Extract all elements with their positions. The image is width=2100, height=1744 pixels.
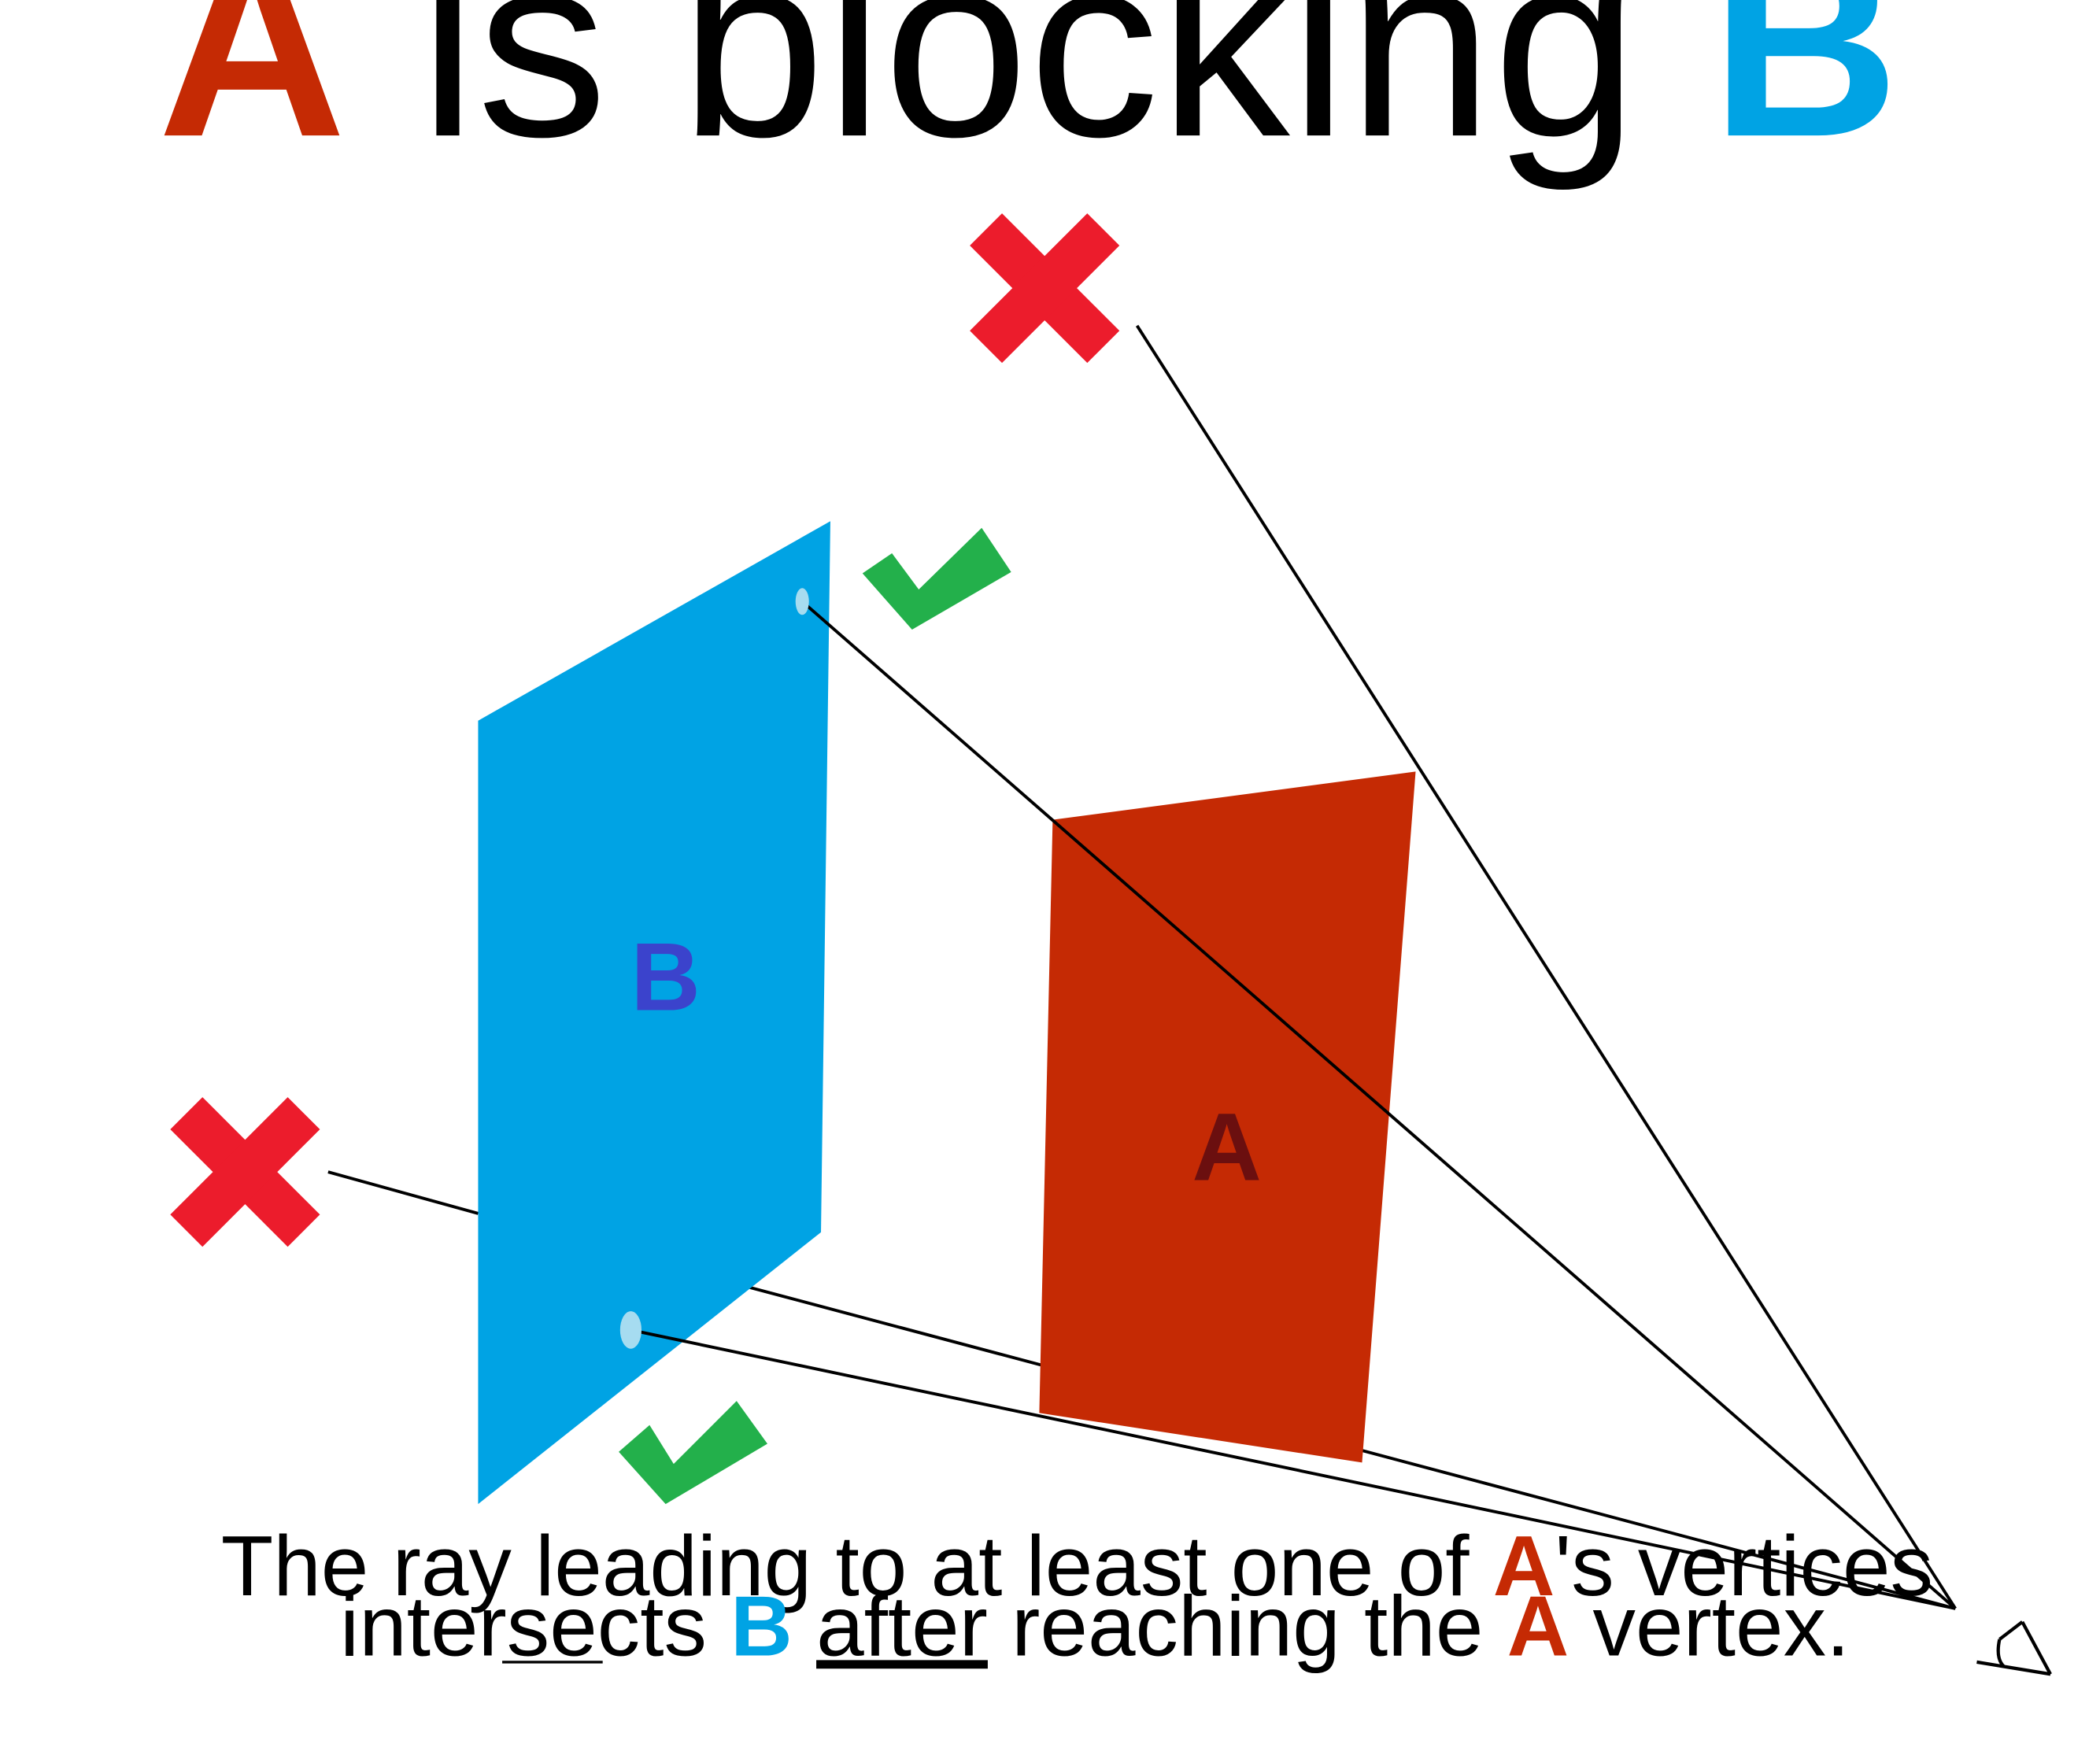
caption-line2-b-letter: B	[730, 1578, 793, 1674]
panel-a-label: A	[1192, 1092, 1261, 1200]
caption-line1-before: The ray leading to at least one of	[221, 1518, 1493, 1614]
caption-line2-middle: reaching the	[988, 1578, 1507, 1674]
ray-through-a-top-left	[800, 600, 1957, 1610]
title-middle-text: is blocking	[346, 0, 1710, 193]
eye-icon	[1976, 1620, 2052, 1676]
left-x-mark-icon	[170, 1097, 320, 1247]
top-check-mark-icon	[862, 527, 1011, 630]
ray-left-segment-to-cross	[327, 1170, 479, 1215]
caption-line-2: intersects B after reaching the A vertex…	[221, 1578, 1921, 1674]
ray-to-bottom-dot	[630, 1328, 1956, 1610]
caption-line2-underlined: after	[816, 1578, 988, 1674]
caption-line2-space	[793, 1578, 816, 1674]
intersection-dot-top	[795, 588, 809, 615]
title-b-letter: B	[1711, 0, 1900, 191]
caption-line1-a-letter: A	[1493, 1518, 1555, 1614]
caption-line1-after: 's vertices	[1555, 1518, 1933, 1614]
intersection-dot-bottom	[619, 1311, 642, 1349]
top-x-mark-icon	[970, 213, 1120, 364]
caption-line2-a-letter: A	[1507, 1578, 1569, 1674]
title: A is blocking B	[157, 0, 1899, 193]
title-a-letter: A	[157, 0, 346, 191]
panel-b	[478, 521, 830, 1505]
panel-a	[1039, 771, 1416, 1463]
caption-line2-after: vertex.	[1569, 1578, 1850, 1674]
bottom-check-mark-icon	[619, 1401, 767, 1505]
caption-line-1: The ray leading to at least one of A's v…	[221, 1518, 1933, 1614]
caption-line2-before: intersects	[340, 1578, 730, 1674]
panel-b-label: B	[630, 922, 700, 1030]
ray-to-top-cross	[1135, 324, 1957, 1609]
